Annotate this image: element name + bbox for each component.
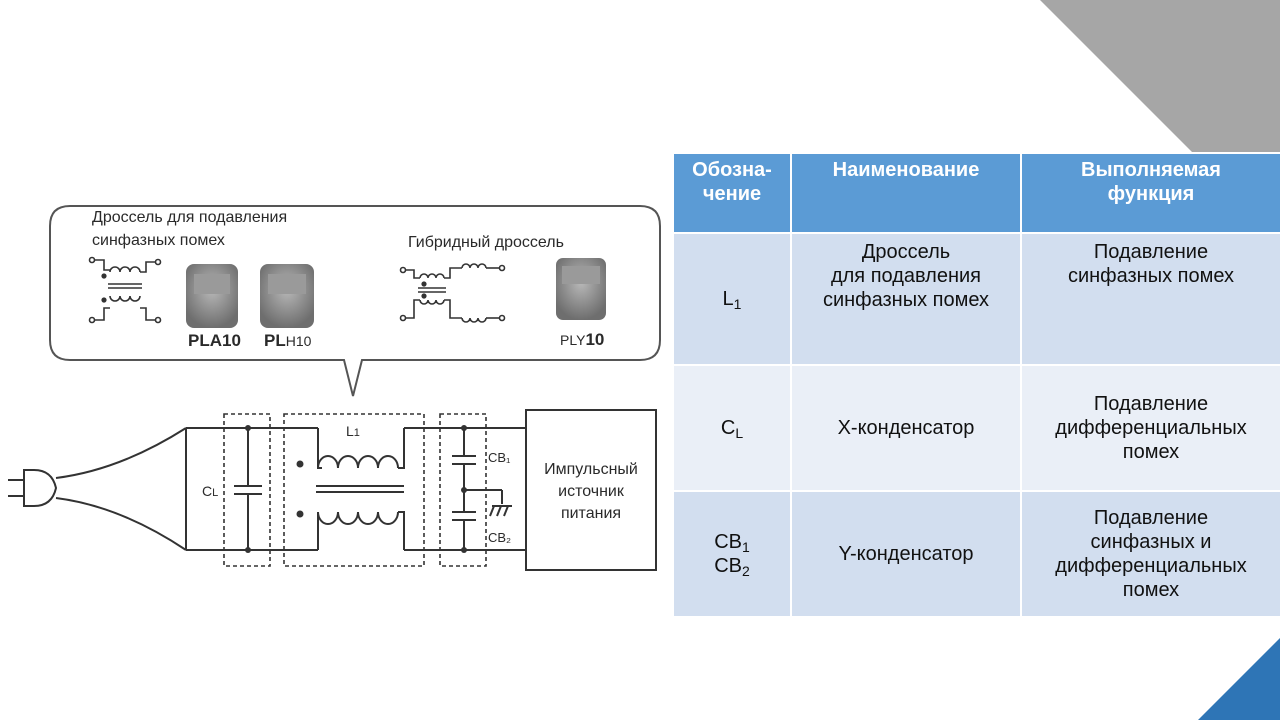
psu-label-line1: Импульсный (544, 461, 638, 478)
cell-function: Подавление синфазных и дифференциальных … (1020, 490, 1280, 618)
mains-plug-icon (8, 427, 187, 551)
hybrid-choke-symbol (399, 263, 506, 323)
component-table: Обозна- чение Наименование Выполняемая ф… (672, 152, 1280, 618)
cell-name: Х-конденсатор (790, 364, 1022, 492)
table-row-cl: CL Х-конденсатор Подавление дифференциал… (672, 364, 1280, 492)
callout-bubble (49, 205, 661, 397)
part-label-pla10: PLA10 (188, 331, 241, 350)
callout-choke-title-line1: Дроссель для подавления (92, 209, 287, 226)
label-cb2: CB₂ (488, 530, 511, 545)
header-name: Наименование (790, 152, 1022, 234)
junction-dots (245, 425, 467, 553)
header-designation: Обозна- чение (672, 152, 792, 234)
table-header-row: Обозна- чение Наименование Выполняемая ф… (672, 152, 1280, 234)
cell-symbol: L1 (672, 232, 792, 366)
emi-filter-diagram: Дроссель для подавления синфазных помех … (8, 205, 661, 571)
cell-symbol: CL (672, 364, 792, 492)
cell-name: Дроссель для подавления синфазных помех (790, 232, 1022, 366)
table-row-cb: CB1 CB2 Y-конденсатор Подавление синфазн… (672, 490, 1280, 618)
common-mode-choke-symbol (88, 256, 162, 324)
choke-photo-plh10 (260, 264, 314, 328)
part-label-plh10: PLH10 (264, 331, 312, 350)
filter-circuit-wiring (185, 427, 526, 551)
choke-photo-ply10 (556, 258, 606, 320)
cell-symbol: CB1 CB2 (672, 490, 792, 618)
callout-hybrid-title: Гибридный дроссель (408, 234, 564, 251)
choke-photo-pla10 (186, 264, 238, 328)
l1-group-box (283, 413, 425, 567)
header-function: Выполняемая функция (1020, 152, 1280, 234)
part-label-ply10: PLY10 (560, 330, 604, 349)
psu-label-line2: источник (558, 483, 625, 500)
cell-name: Y-конденсатор (790, 490, 1022, 618)
label-l1: L1 (346, 423, 360, 439)
corner-gray-triangle (1040, 0, 1280, 152)
table-row-l1: L1 Дроссель для подавления синфазных пом… (672, 232, 1280, 366)
psu-label-line3: питания (561, 505, 621, 522)
cell-function: Подавление дифференциальных помех (1020, 364, 1280, 492)
cell-function: Подавление синфазных помех (1020, 232, 1280, 366)
cb-group-box (439, 413, 487, 567)
callout-choke-title-line2: синфазных помех (92, 232, 225, 249)
corner-blue-triangle (1198, 638, 1280, 720)
dashed-group-boxes (223, 413, 487, 567)
label-cb1: CB₁ (488, 450, 511, 465)
psu-block (525, 409, 657, 571)
cl-group-box (223, 413, 271, 567)
label-cl: CL (202, 483, 218, 499)
